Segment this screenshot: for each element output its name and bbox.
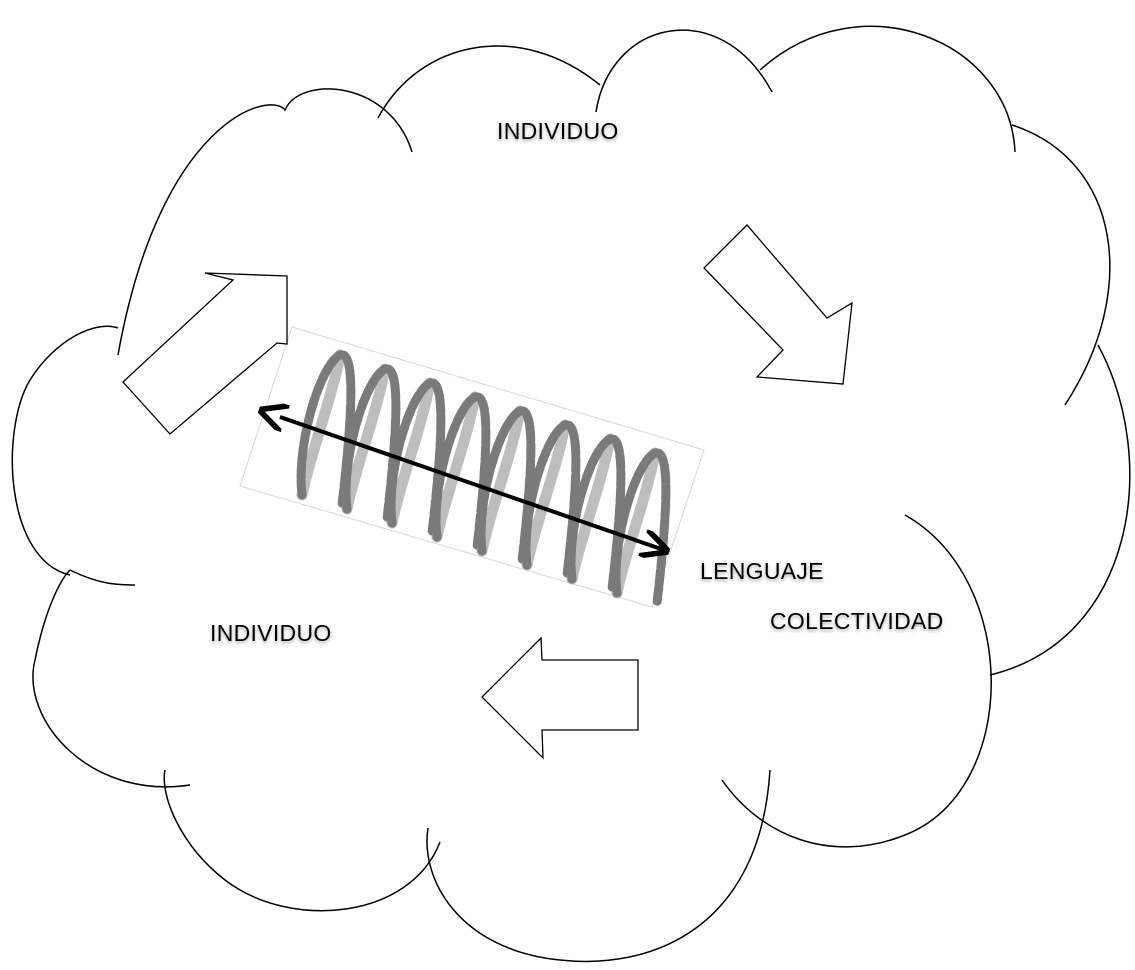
double-arrow: [280, 417, 664, 550]
cloud-lobe-bottom: [426, 769, 771, 963]
arrow-down-right: [703, 224, 853, 385]
cloud-lobe-left-bottom-tip: [69, 569, 136, 586]
label-individuo-left: INDIVIDUO: [210, 620, 332, 646]
cloud-lobe-top-right-1: [595, 29, 773, 113]
cloud-outline: [11, 25, 1131, 963]
label-lenguaje: LENGUAJE: [700, 558, 824, 584]
label-colectividad: COLECTIVIDAD: [770, 608, 944, 634]
label-individuo-top: INDIVIDUO: [497, 118, 619, 144]
cloud-lobe-right-middle: [989, 344, 1131, 676]
cloud-lobe-top-left: [117, 88, 413, 356]
cloud-lobe-right-lower: [721, 514, 992, 848]
cloud-lobe-top-center: [377, 45, 601, 119]
cloud-lobe-right-upper: [1011, 124, 1111, 406]
spring-picture: [239, 326, 705, 608]
arrow-left: [481, 636, 639, 760]
cloud-lobe-left-lower: [32, 569, 191, 788]
cloud-lobe-top-right-2: [759, 25, 1016, 153]
cloud-lobe-bottom-left: [163, 769, 441, 912]
cloud-lobe-left-upper: [11, 325, 119, 576]
arrow-up-right: [122, 272, 288, 435]
